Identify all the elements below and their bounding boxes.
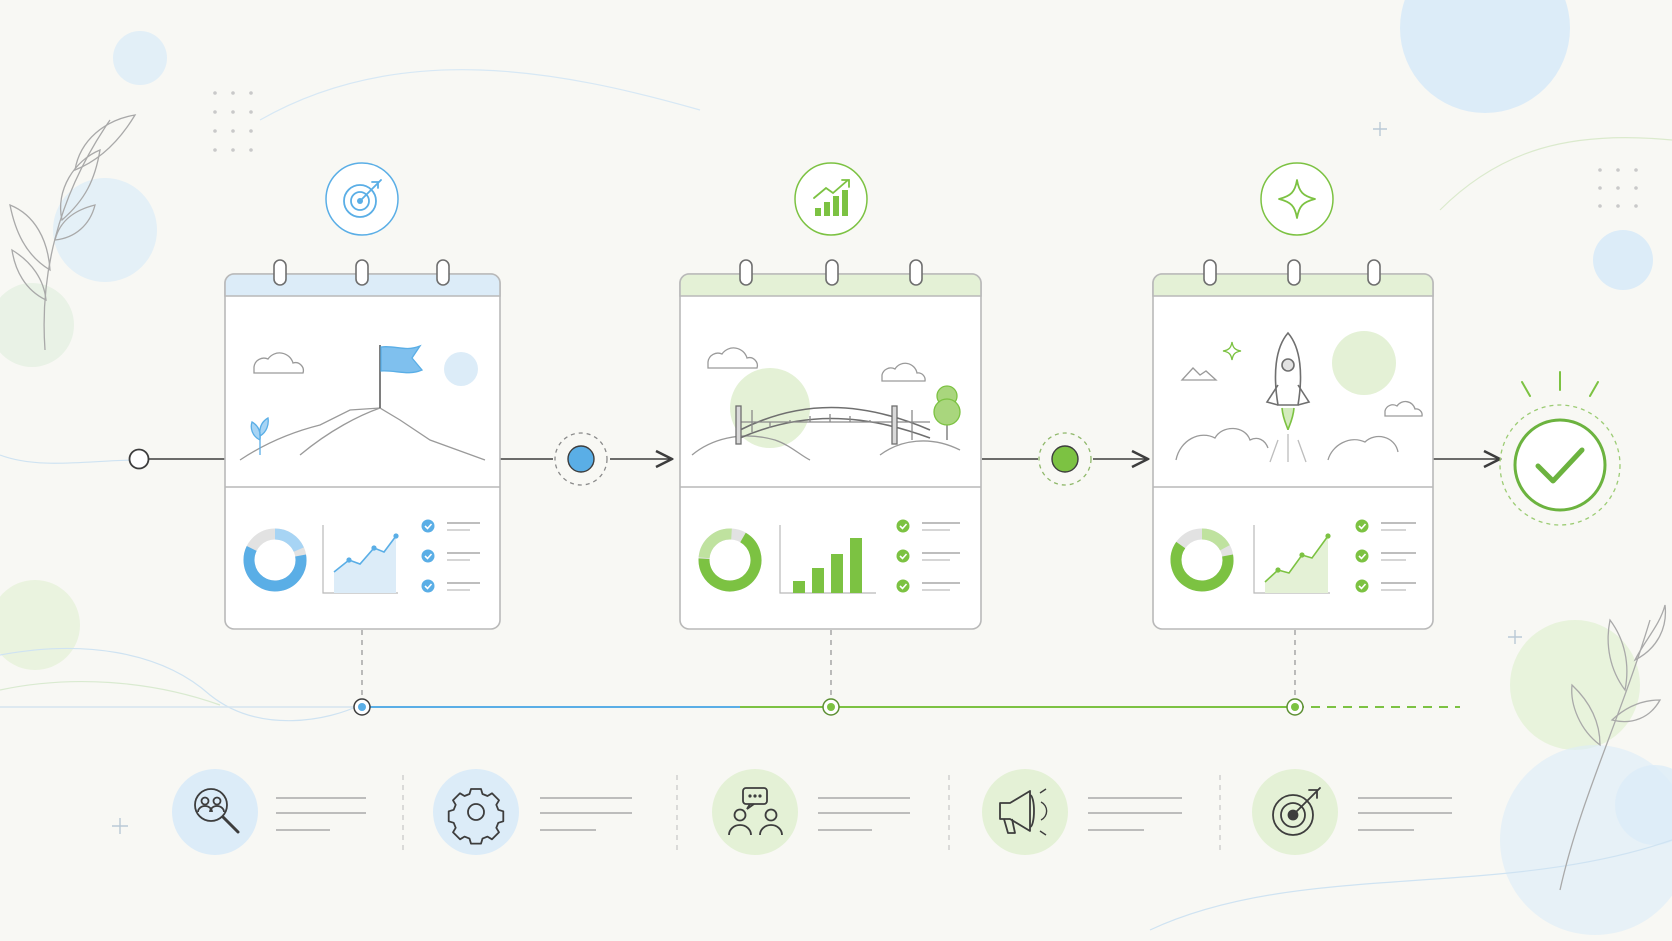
- success-check-icon: [1499, 371, 1621, 526]
- phase-card-launch: [1152, 162, 1434, 630]
- megaphone-icon: [999, 788, 1048, 836]
- line-chart: [322, 525, 399, 594]
- line-chart: [1253, 525, 1331, 594]
- activity-research: [172, 769, 366, 855]
- team-chat-icon: [728, 787, 783, 836]
- user-search-icon: [194, 788, 240, 834]
- milestone-dot: [1286, 698, 1304, 716]
- checklist: [896, 519, 960, 593]
- green-connector-node: [1038, 432, 1092, 486]
- main-flow: [128, 371, 1621, 526]
- rocket-scene: [1175, 331, 1423, 463]
- sparkle-icon: [1260, 162, 1334, 236]
- checklist: [421, 519, 480, 593]
- activity-row: [172, 769, 1452, 855]
- start-node: [128, 448, 150, 470]
- tree-icon: [933, 385, 961, 440]
- activity-promote: [982, 769, 1182, 855]
- blue-connector-node: [554, 432, 608, 486]
- milestone-dot: [822, 698, 840, 716]
- phase-card-plan: [224, 162, 501, 630]
- activity-setup: [433, 769, 632, 855]
- target-arrow-icon: [1272, 787, 1321, 836]
- phase-card-build: [679, 162, 982, 630]
- growth-bars-icon: [794, 162, 868, 236]
- bar-chart: [779, 525, 876, 594]
- milestone-dot: [353, 698, 371, 716]
- donut-chart: [243, 528, 307, 592]
- donut-chart: [698, 528, 762, 592]
- gear-icon: [447, 788, 505, 845]
- target-arrow-icon: [325, 162, 399, 236]
- mountain-flag-scene: [239, 344, 486, 461]
- activity-goal: [1252, 769, 1452, 855]
- donut-chart: [1170, 528, 1234, 592]
- rocket-icon: [1265, 331, 1311, 431]
- activity-collaborate: [712, 769, 910, 855]
- timeline: [0, 630, 1460, 716]
- checklist: [1355, 519, 1416, 593]
- bridge-scene: [691, 347, 961, 461]
